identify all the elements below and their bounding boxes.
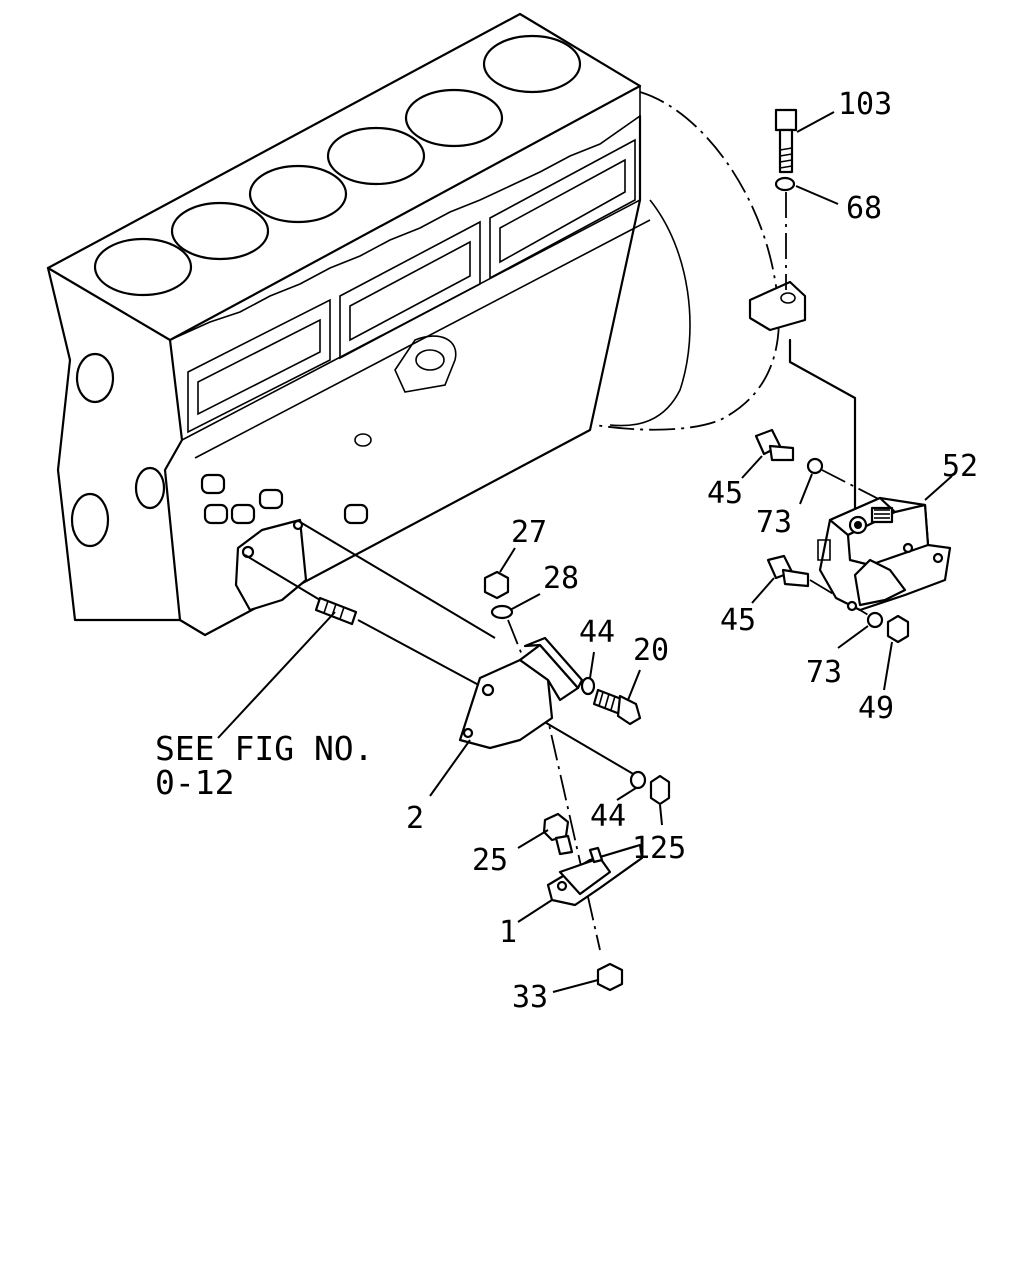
side-cover — [489, 138, 636, 280]
cylinder-bore — [326, 126, 426, 186]
callout-1: 1 — [499, 915, 517, 950]
callout-28: 28 — [543, 561, 579, 596]
cylinder-bore — [404, 88, 504, 148]
side-covers — [187, 138, 636, 434]
washer-68 — [774, 176, 796, 192]
flywheel-housing-outline — [594, 91, 780, 431]
callout-2: 2 — [406, 801, 424, 836]
bolt-centerline — [788, 338, 857, 522]
engine-block — [46, 12, 807, 637]
callout-49: 49 — [858, 691, 894, 726]
side-cover — [187, 298, 331, 434]
callout-25: 25 — [472, 843, 508, 878]
nut-49 — [886, 614, 910, 644]
bolt-20 — [592, 688, 642, 726]
cylinder-bores — [93, 34, 582, 297]
callout-125: 125 — [632, 831, 686, 866]
washer-44-lower — [629, 770, 647, 790]
washer-73-upper — [806, 457, 824, 475]
bolt-25 — [542, 812, 574, 856]
front-face-features — [70, 335, 457, 548]
head-gasket-edge — [169, 115, 641, 341]
callout-labels: 103 68 52 45 73 45 73 49 27 28 44 20 2 4… — [406, 87, 978, 1015]
nut-27 — [483, 570, 510, 600]
cylinder-bore — [170, 201, 270, 261]
cylinder-bore — [248, 164, 348, 224]
callout-52: 52 — [942, 449, 978, 484]
callout-73-lower: 73 — [806, 655, 842, 690]
bracket-2 — [458, 636, 584, 750]
callout-44-lower: 44 — [590, 799, 626, 834]
nut-125 — [649, 774, 671, 806]
callout-44-upper: 44 — [579, 615, 615, 650]
leader-lines — [429, 111, 953, 993]
nut-33 — [596, 962, 624, 992]
callout-68: 68 — [846, 191, 882, 226]
engine-mount-52 — [817, 496, 952, 612]
oil-filler-boss — [394, 335, 457, 393]
bracket-1 — [546, 843, 644, 907]
bolt-45-upper — [754, 428, 795, 462]
callout-20: 20 — [633, 633, 669, 668]
front-mount-pad — [234, 518, 308, 612]
block-front-face — [46, 266, 182, 622]
callout-73-upper: 73 — [756, 505, 792, 540]
cylinder-bore — [482, 34, 582, 94]
block-side-face — [163, 114, 642, 637]
callout-45-upper: 45 — [707, 476, 743, 511]
washer-44-upper — [580, 676, 596, 696]
figure-reference: SEE FIG NO. 0-12 — [155, 729, 374, 802]
rear-flange — [748, 280, 807, 332]
bolt-103 — [774, 108, 798, 174]
bolt-45-lower — [766, 554, 810, 588]
washer-28 — [490, 604, 514, 620]
mount-bosses — [200, 473, 369, 612]
flywheel-inner-outline — [609, 199, 691, 427]
stud — [314, 596, 358, 626]
reference-line-1: SEE FIG NO. — [155, 729, 374, 768]
washer-73-lower — [866, 611, 884, 629]
callout-33: 33 — [512, 980, 548, 1015]
side-cover — [339, 220, 481, 360]
callout-103: 103 — [838, 87, 892, 122]
rear-mount-assembly — [754, 108, 952, 644]
front-mount-assembly — [217, 521, 671, 992]
callout-27: 27 — [511, 515, 547, 550]
callout-45-lower: 45 — [720, 603, 756, 638]
cylinder-bore — [93, 237, 193, 297]
reference-line-2: 0-12 — [155, 763, 234, 802]
